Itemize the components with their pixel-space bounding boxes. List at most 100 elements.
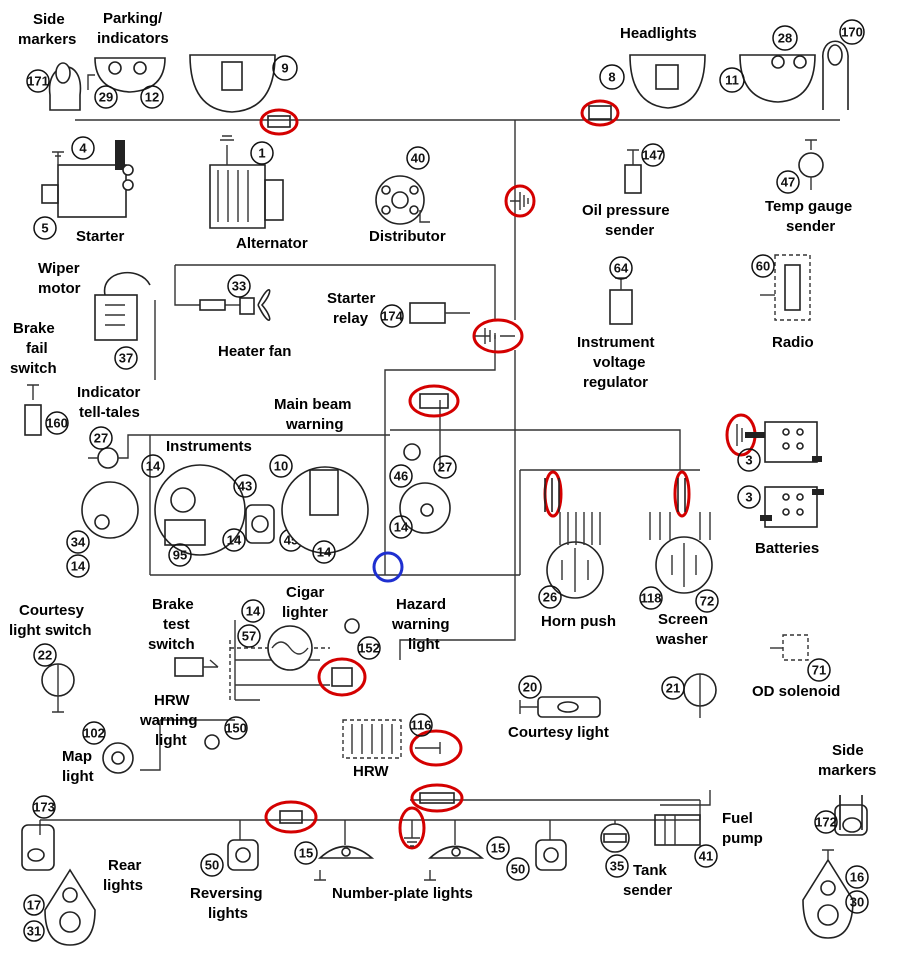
component-number: 150 xyxy=(225,721,247,736)
component-number: 102 xyxy=(83,726,105,741)
label-hazard-warning-light: Hazard warning light xyxy=(391,596,454,653)
label-heater-fan: Heater fan xyxy=(218,343,291,360)
component-number: 14 xyxy=(227,533,242,548)
component-number: 3 xyxy=(745,453,752,468)
component-number: 160 xyxy=(46,416,68,431)
component-number: 30 xyxy=(850,895,864,910)
highlight-front-harness-connector-left xyxy=(259,108,299,136)
label-instrument-voltage-regulator: Instrument voltage regulator xyxy=(577,334,659,391)
component-number: 1 xyxy=(258,146,265,161)
connector-highlights xyxy=(259,99,757,850)
wiper-motor: 37 xyxy=(94,271,151,370)
component-number: 21 xyxy=(666,681,680,696)
instrument-speedometer: 14 43 95 xyxy=(141,454,257,567)
label-batteries: Batteries xyxy=(755,540,819,557)
battery-a: 3 xyxy=(736,421,822,472)
battery-b: 3 xyxy=(737,485,824,528)
label-distributor: Distributor xyxy=(369,228,446,245)
component-number: 17 xyxy=(27,898,41,913)
label-wiper-motor: Wiper motor xyxy=(38,260,84,297)
label-hrw-warning-light: HRW warning light xyxy=(139,692,202,749)
instrument-voltage-regulator: 64 xyxy=(609,256,633,325)
earth-point-starter-relay xyxy=(475,328,515,344)
highlight-front-harness-connector-right xyxy=(580,99,620,127)
component-number: 171 xyxy=(27,74,49,89)
label-parking-indicators: Parking/ indicators xyxy=(97,10,169,47)
earth-point-rear xyxy=(404,820,420,847)
component-number: 27 xyxy=(94,431,108,446)
highlight-screen-washer-connector xyxy=(673,470,691,518)
earth-point-front xyxy=(510,192,529,210)
component-number: 118 xyxy=(641,591,662,606)
courtesy-light-switch: 22 xyxy=(33,643,75,713)
label-side-markers-bottom: Side markers xyxy=(818,742,876,779)
label-rear-lights: Rear lights xyxy=(103,857,146,894)
component-number: 12 xyxy=(145,90,159,105)
label-courtesy-light-switch: Courtesy light switch xyxy=(9,602,92,639)
highlight-starter-relay-earth xyxy=(472,318,524,354)
starter-relay: 174 xyxy=(380,302,470,328)
hazard-warning-unit: 152 xyxy=(344,618,381,660)
screen-washer: 118 72 xyxy=(639,512,719,613)
label-starter-relay: Starter relay xyxy=(327,290,380,327)
reversing-light-right: 50 xyxy=(506,839,567,881)
component-number: 10 xyxy=(274,459,288,474)
component-number: 172 xyxy=(815,815,837,830)
component-number: 46 xyxy=(394,469,408,484)
highlight-hazard-connector xyxy=(317,657,367,697)
rear-side-marker-left: 173 xyxy=(21,795,56,871)
horn-push: 26 xyxy=(538,512,604,609)
label-courtesy-light: Courtesy light xyxy=(508,724,609,741)
instrument-right-gauge: 46 14 27 xyxy=(389,443,457,539)
component-number: 8 xyxy=(608,70,615,85)
highlight-rear-earth-point xyxy=(398,806,426,850)
headlamp-right-a: 8 xyxy=(599,54,706,109)
component-number: 50 xyxy=(205,858,219,873)
component-number: 152 xyxy=(358,641,380,656)
component-number: 173 xyxy=(33,800,55,815)
label-number-plate-lights: Number-plate lights xyxy=(332,885,473,902)
component-number: 116 xyxy=(411,718,432,733)
component-number: 3 xyxy=(745,490,752,505)
component-number: 95 xyxy=(173,548,187,563)
distributor: 40 xyxy=(375,146,430,225)
component-number: 14 xyxy=(394,520,409,535)
component-number: 20 xyxy=(523,680,537,695)
component-number: 27 xyxy=(438,460,452,475)
component-number: 16 xyxy=(850,870,864,885)
component-number: 14 xyxy=(71,559,86,574)
component-number: 40 xyxy=(411,151,425,166)
radio: 60 xyxy=(751,254,811,321)
component-number: 14 xyxy=(317,545,332,560)
highlight-hrw-connector xyxy=(409,729,463,767)
highlight-rear-harness-connector-left xyxy=(264,800,318,834)
tank-sender: 35 xyxy=(600,823,630,878)
component-number: 64 xyxy=(614,261,629,276)
temp-gauge-sender: 47 xyxy=(776,139,824,194)
courtesy-light: 20 xyxy=(518,675,601,718)
component-number: 26 xyxy=(543,590,557,605)
cigar-lighter: 14 57 xyxy=(237,599,313,671)
side-marker-front-right: 170 xyxy=(822,19,865,110)
courtesy-switch-b: 21 xyxy=(661,673,717,718)
component-number: 47 xyxy=(781,175,795,190)
parking-indicators-lamp: 29 12 xyxy=(87,57,166,109)
highlight-dash-earth-junction xyxy=(372,551,404,583)
component-number: 41 xyxy=(699,849,713,864)
label-side-markers-top: Side markers xyxy=(18,11,76,48)
component-number: 28 xyxy=(778,31,792,46)
starter-motor: 4 5 xyxy=(33,136,134,240)
component-number: 33 xyxy=(232,279,246,294)
component-number: 15 xyxy=(299,846,313,861)
label-horn-push: Horn push xyxy=(541,613,616,630)
reversing-light-left: 50 xyxy=(200,839,259,877)
highlight-main-beam-connector xyxy=(408,384,460,418)
label-screen-washer: Screen washer xyxy=(655,611,712,648)
component-number: 37 xyxy=(119,351,133,366)
label-starter: Starter xyxy=(76,228,125,245)
od-solenoid: 71 xyxy=(770,634,831,682)
hrw-heated-rear-window: 116 xyxy=(342,713,441,759)
component-labels: Side markers Parking/ indicators Headlig… xyxy=(9,10,876,922)
highlight-earth-point-front xyxy=(504,184,536,218)
component-number: 22 xyxy=(38,648,52,663)
